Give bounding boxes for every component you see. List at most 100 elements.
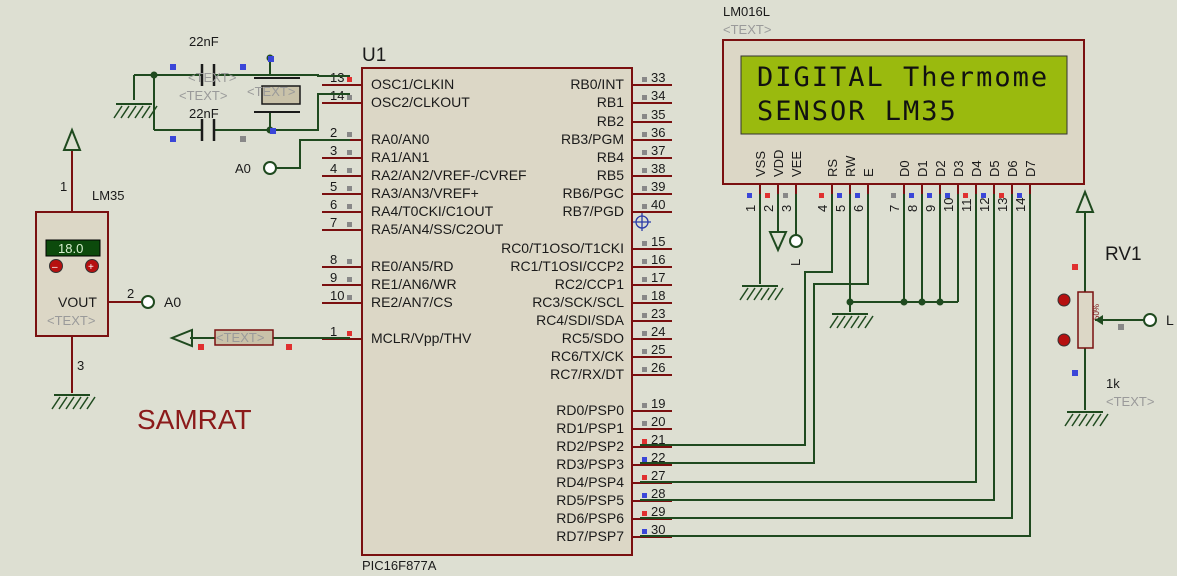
pin-marker (642, 186, 647, 191)
pot-percent: 50% (1092, 304, 1101, 320)
pot-wiper-arrow (1095, 315, 1103, 325)
lcd-pin-name: D1 (915, 160, 930, 177)
pin-marker (819, 193, 824, 198)
pin-marker (347, 168, 352, 173)
pin-marker (240, 136, 246, 142)
sensor-display (45, 239, 101, 257)
lcd-pin-number: 11 (959, 199, 974, 213)
mcu-part-label: PIC16F877A (362, 558, 437, 573)
vdd-power-arrow (768, 231, 788, 253)
pin-marker (642, 439, 647, 444)
cap-top-text: <TEXT> (188, 70, 236, 85)
mcu-pin-number: 39 (651, 179, 665, 194)
pot-power-arrow (1075, 189, 1095, 213)
minus-icon: – (52, 262, 58, 273)
sensor-down-button[interactable] (49, 259, 63, 273)
d4-wire (640, 194, 977, 483)
lcd-pin-number: 5 (833, 205, 848, 212)
e-wire (640, 194, 869, 464)
pot-value-label: 1k (1106, 376, 1120, 391)
pot-down-button[interactable] (1057, 333, 1071, 347)
mcu-pin-number: 9 (330, 270, 337, 285)
mcu-pin-number: 8 (330, 252, 337, 267)
pin-marker (642, 114, 647, 119)
lcd-pin-number: 3 (779, 205, 794, 212)
mcu-pin-label: RA5/AN4/SS/C2OUT (371, 221, 504, 237)
mclr-power-arrow (169, 328, 193, 348)
oscillator-circuit: 22nF 22nF <TEXT> <TEXT> <TEXT> A0 (133, 34, 350, 176)
junction-dot (846, 298, 854, 306)
pin-marker (347, 150, 352, 155)
lcd-pin-number: 6 (851, 205, 866, 212)
pot-wiper-label: L (1166, 312, 1174, 328)
mcu-pin-label: RC4/SDI/SDA (536, 312, 625, 328)
pin-marker (642, 475, 647, 480)
d0-d3-wires (903, 194, 959, 302)
pin-marker (945, 193, 950, 198)
pin-marker (347, 95, 352, 100)
junction-dot (900, 298, 908, 306)
mcu-pin-label: RA1/AN1 (371, 149, 430, 165)
pin-marker (642, 295, 647, 300)
mcu-pin-label: RD7/PSP7 (556, 528, 624, 544)
mcu-pin-label: RB1 (597, 94, 624, 110)
pin-marker (642, 403, 647, 408)
mcu-pin-number: 6 (330, 197, 337, 212)
pin-marker (347, 204, 352, 209)
lm35-sensor[interactable]: 18.0 – + VOUT <TEXT> LM35 (35, 188, 125, 337)
pin-marker (347, 77, 352, 82)
pin-marker (837, 193, 842, 198)
a0-terminal[interactable] (263, 161, 277, 175)
sensor-a0-terminal[interactable] (141, 295, 155, 309)
pin-marker (642, 457, 647, 462)
mcu-u1[interactable]: U1 PIC16F877A (361, 45, 633, 573)
pin-marker (765, 193, 770, 198)
mcu-pin-number: 14 (330, 88, 344, 103)
sensor-up-button[interactable] (85, 259, 99, 273)
potentiometer-rv1[interactable]: 50% L RV1 1k <TEXT> (1057, 189, 1174, 410)
pin-marker (642, 77, 647, 82)
pin-marker (170, 64, 176, 70)
plus-icon: + (88, 262, 94, 273)
pin-marker (642, 493, 647, 498)
pin-marker (347, 259, 352, 264)
pin-marker (642, 95, 647, 100)
lcd-power-wiring: L (759, 194, 959, 312)
mcu-pin-label: MCLR/Vpp/THV (371, 330, 472, 346)
cap-wires (154, 74, 270, 131)
mcu-pin-number: 29 (651, 504, 665, 519)
lcd-pin-number: 10 (941, 198, 956, 212)
pin-marker (347, 295, 352, 300)
reset-resistor[interactable] (214, 329, 274, 346)
pin-marker (642, 331, 647, 336)
mcu-pin-number: 2 (330, 125, 337, 140)
sensor-pin-out: 2 (127, 286, 134, 301)
crystal-body[interactable] (261, 85, 301, 105)
mcu-pin-label: RC6/TX/CK (551, 348, 625, 364)
data-wiring (640, 194, 1031, 537)
vee-label: L (788, 259, 803, 266)
lcd-pin-number: 2 (761, 205, 776, 212)
lcd-pin-number: 4 (815, 205, 830, 212)
pin-marker (1072, 370, 1078, 376)
mcu-pin-number: 33 (651, 70, 665, 85)
mcu-pin-number: 7 (330, 215, 337, 230)
pin-marker (642, 511, 647, 516)
lcd-text-placeholder: <TEXT> (723, 22, 771, 37)
pin-marker (747, 193, 752, 198)
lcd-line-2: SENSOR LM35 (757, 96, 958, 127)
mcu-pin-label: RB0/INT (570, 76, 624, 92)
pot-wiper-terminal[interactable] (1143, 313, 1157, 327)
pin-marker (170, 136, 176, 142)
mcu-pin-number: 21 (651, 432, 665, 447)
d7-wire (640, 194, 1031, 537)
cap-bottom-text: <TEXT> (179, 88, 227, 103)
pot-up-button[interactable] (1057, 293, 1071, 307)
mcu-pin-label: OSC2/CLKOUT (371, 94, 470, 110)
mcu-pin-number: 34 (651, 88, 665, 103)
mcu-pin-number: 1 (330, 324, 337, 339)
lcd-pin-name: RS (825, 159, 840, 177)
mcu-pin-label: RA0/AN0 (371, 131, 430, 147)
lcd-module[interactable]: DIGITAL Thermome SENSOR LM35 LM016L <TEX… (722, 4, 1085, 185)
junction-dot (150, 71, 158, 79)
